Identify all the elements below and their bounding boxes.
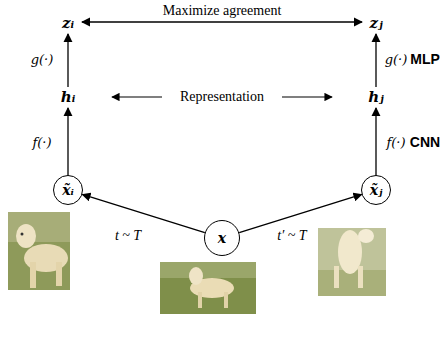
function-label: g(·) [31, 53, 54, 67]
vector-label: zⱼ [369, 15, 382, 32]
function-label: f(·) [386, 136, 405, 150]
node-symbol: x̃ⱼ [370, 183, 383, 197]
projection-arrow [375, 34, 376, 87]
module-label: CNN [410, 135, 440, 150]
image-circle: x̃ⱼ [361, 175, 391, 205]
agreement-arrow [82, 21, 362, 22]
function-label: f(·) [32, 136, 51, 150]
module-label: MLP [410, 52, 440, 67]
function-label: g(·) [385, 53, 408, 67]
image-circle: x [204, 220, 240, 256]
node-symbol: x [218, 231, 226, 245]
image-circle: x̃ᵢ [53, 175, 83, 205]
augmentation-arrow [239, 194, 361, 232]
augmentation-arrow [82, 194, 204, 232]
encoder-arrow [375, 108, 376, 176]
representation-arrow [112, 96, 162, 97]
caption-text: Representation [178, 89, 266, 104]
vector-label: zᵢ [62, 15, 74, 32]
representation-arrow [282, 96, 332, 97]
node-symbol: x̃ᵢ [62, 183, 74, 197]
dog-photo [318, 228, 386, 296]
dog-photo [160, 262, 256, 314]
projection-arrow [67, 34, 68, 87]
transform-label: t ~ T [113, 228, 143, 243]
caption-text: Maximize agreement [161, 3, 284, 18]
vector-label: hⱼ [368, 89, 384, 106]
dog-photo [8, 212, 70, 290]
encoder-arrow [67, 108, 68, 176]
transform-label: t′ ~ T [275, 228, 308, 243]
vector-label: hᵢ [61, 89, 76, 106]
